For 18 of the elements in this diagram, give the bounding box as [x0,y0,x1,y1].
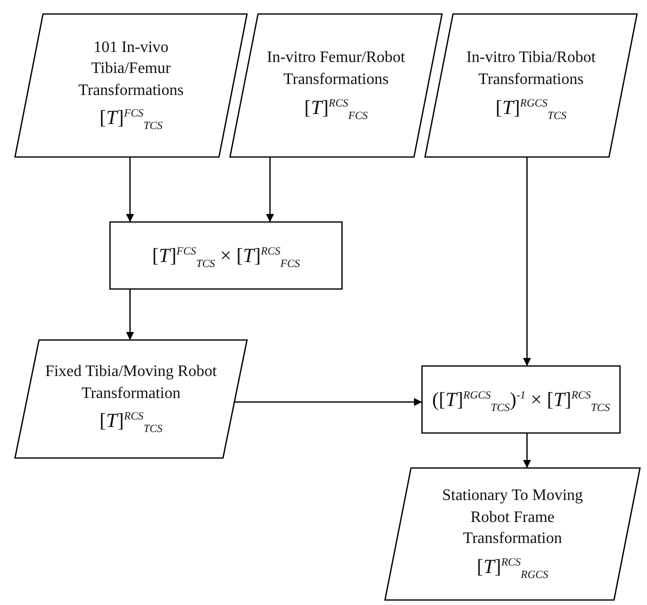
node-title: In-vitro Femur/Robot Transformations [266,48,406,90]
arrow [523,433,531,468]
data-parallelogram [425,14,637,157]
arrow [126,289,134,340]
node-title: Stationary To Moving Robot Frame Transformation [441,486,584,550]
arrow [266,157,274,222]
data-parallelogram [230,14,442,157]
process-box [110,222,342,289]
data-parallelogram [15,14,247,157]
data-parallelogram [15,340,247,458]
process-box [422,366,620,433]
node-title: In-vitro Tibia/Robot Transformations [465,48,597,90]
arrow [126,157,134,222]
node-title: 101 In-vivo Tibia/Femur Transformations [77,38,185,101]
arrow [523,157,531,366]
data-parallelogram [385,468,640,600]
node-title: Fixed Tibia/Moving Robot Transformation [45,362,217,404]
arrow [234,398,422,406]
